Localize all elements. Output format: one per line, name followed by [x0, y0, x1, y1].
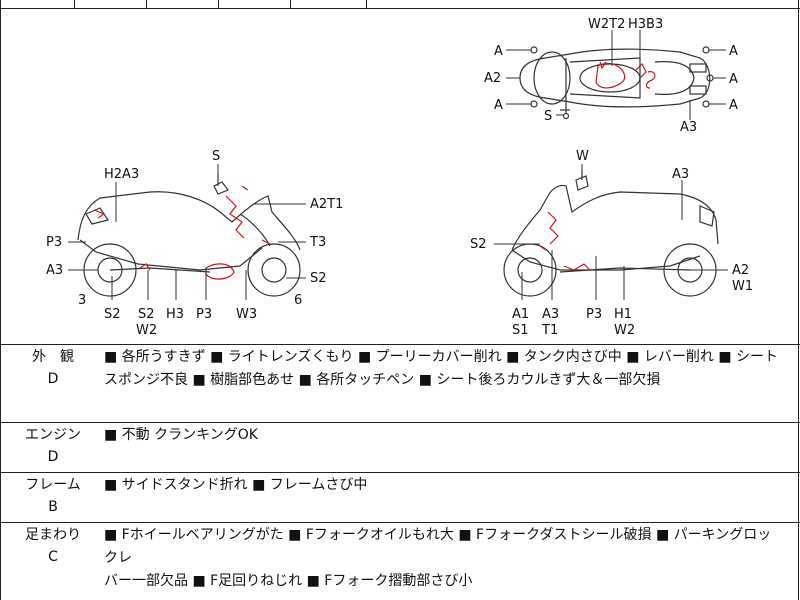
section-grade: B [48, 499, 58, 515]
label-left-T3: T3 [309, 235, 326, 250]
left-side-scooter [77, 174, 301, 297]
label-top-A: A [729, 72, 738, 87]
label-right-W: W [576, 149, 589, 164]
label-left-bottom: S2 [138, 307, 155, 322]
label-left-num3: 3 [78, 293, 86, 308]
label-left-bottom: H3 [166, 307, 184, 322]
label-right-bottom2: T1 [541, 323, 558, 338]
label-right-W1: W1 [732, 279, 753, 294]
label-left-bottom: S2 [104, 307, 121, 322]
label-right-A3: A3 [672, 167, 689, 182]
section-label: 足まわり C [18, 524, 88, 568]
divider [0, 522, 800, 523]
label-right-bottom: A1 [512, 307, 529, 322]
section-notes: ■ サイドスタンド折れ ■ フレームさび中 [104, 474, 784, 497]
note-line: スポンジ不良 ■ 樹脂部色あせ ■ 各所タッチペン ■ シート後ろカウルきず大＆… [104, 372, 661, 388]
section-label: フレーム B [18, 474, 88, 518]
label-left-bottom: P3 [196, 307, 212, 322]
label-top-A2: A2 [484, 71, 501, 86]
section-notes: ■ 各所うすきず ■ ライトレンズくもり ■ プーリーカバー削れ ■ タンク内さ… [104, 346, 784, 392]
right-side-leaders [494, 164, 728, 300]
section-grade: D [47, 449, 59, 465]
label-top-A3: A3 [680, 120, 697, 135]
right-side-damage-marks [539, 211, 591, 271]
label-right-S2: S2 [470, 237, 487, 252]
label-left-S2: S2 [310, 271, 327, 286]
section-suspension: 足まわり C ■ Fホイールベアリングがた ■ Fフォークオイルもれ大 ■ Fフ… [0, 524, 800, 600]
label-right-bottom: H1 [614, 307, 632, 322]
label-right-bottom2: W2 [614, 323, 635, 338]
right-side-scooter [503, 170, 719, 297]
label-right-bottom: A3 [542, 307, 559, 322]
label-left-bottom: W3 [236, 307, 257, 322]
divider [0, 344, 800, 345]
label-left-H2A3: H2A3 [104, 167, 139, 182]
divider [0, 8, 800, 9]
label-top-A: A [729, 98, 738, 113]
section-frame: フレーム B ■ サイドスタンド折れ ■ フレームさび中 [0, 474, 800, 520]
section-label: エンジン D [18, 424, 88, 468]
cell-divider [146, 0, 147, 8]
section-notes: ■ Fホイールベアリングがた ■ Fフォークオイルもれ大 ■ Fフォークダストシ… [104, 524, 784, 593]
label-right-A2: A2 [732, 263, 749, 278]
top-view-leaders [506, 30, 726, 120]
cell-divider [290, 0, 291, 8]
label-top-A: A [494, 44, 503, 59]
label-left-A3: A3 [46, 263, 63, 278]
right-side-labels: W A3 S2 A2 W1 A1 A3 P3 H1 S1 T1 W2 [470, 149, 753, 338]
label-top-W2T2: W2T2 [588, 17, 625, 32]
section-label: 外 観 D [18, 346, 88, 390]
label-right-bottom2: S1 [512, 323, 529, 338]
top-view-damage-marks [595, 61, 656, 89]
section-notes: ■ 不動 クランキングOK [104, 424, 784, 447]
note-line: ■ Fホイールベアリングがた ■ Fフォークオイルもれ大 ■ Fフォークダストシ… [104, 527, 772, 566]
section-title: エンジン [25, 427, 81, 443]
label-top-S: S [544, 109, 552, 124]
note-line: ■ 不動 クランキングOK [104, 427, 258, 443]
section-title: フレーム [25, 477, 81, 493]
label-left-bottom2: W2 [136, 323, 157, 338]
damage-diagram: A A2 A S W2T2 H3B3 A A A A3 [46, 17, 753, 338]
label-left-num6: 6 [294, 293, 302, 308]
label-right-bottom: P3 [586, 307, 602, 322]
label-left-A2T1: A2T1 [310, 197, 343, 212]
note-line: ■ サイドスタンド折れ ■ フレームさび中 [104, 477, 368, 493]
label-left-S: S [212, 149, 220, 164]
top-view-scooter [519, 46, 714, 120]
label-top-A: A [494, 98, 503, 113]
section-title: 外 観 [32, 349, 74, 365]
section-grade: D [47, 371, 59, 387]
divider [0, 472, 800, 473]
label-left-P3: P3 [46, 235, 62, 250]
divider [0, 422, 800, 423]
cell-divider [218, 0, 219, 8]
section-title: 足まわり [25, 527, 81, 543]
left-side-leaders [68, 164, 306, 300]
section-engine: エンジン D ■ 不動 クランキングOK [0, 424, 800, 472]
label-top-A: A [729, 44, 738, 59]
note-line: バー一部欠品 ■ F足回りねじれ ■ Fフォーク摺動部さび小 [104, 573, 473, 589]
note-line: ■ 各所うすきず ■ ライトレンズくもり ■ プーリーカバー削れ ■ タンク内さ… [104, 349, 779, 365]
left-side-damage-marks [93, 185, 271, 280]
top-view-labels: A A2 A S W2T2 H3B3 A A A A3 [484, 17, 738, 135]
section-exterior: 外 観 D ■ 各所うすきず ■ ライトレンズくもり ■ プーリーカバー削れ ■… [0, 346, 800, 422]
cell-divider [74, 0, 75, 8]
cell-divider [366, 0, 367, 8]
section-grade: C [48, 549, 58, 565]
label-top-H3B3: H3B3 [628, 17, 663, 32]
left-side-labels: H2A3 S A2T1 P3 T3 A3 S2 3 6 S2 S2 H3 P3 … [46, 149, 343, 338]
